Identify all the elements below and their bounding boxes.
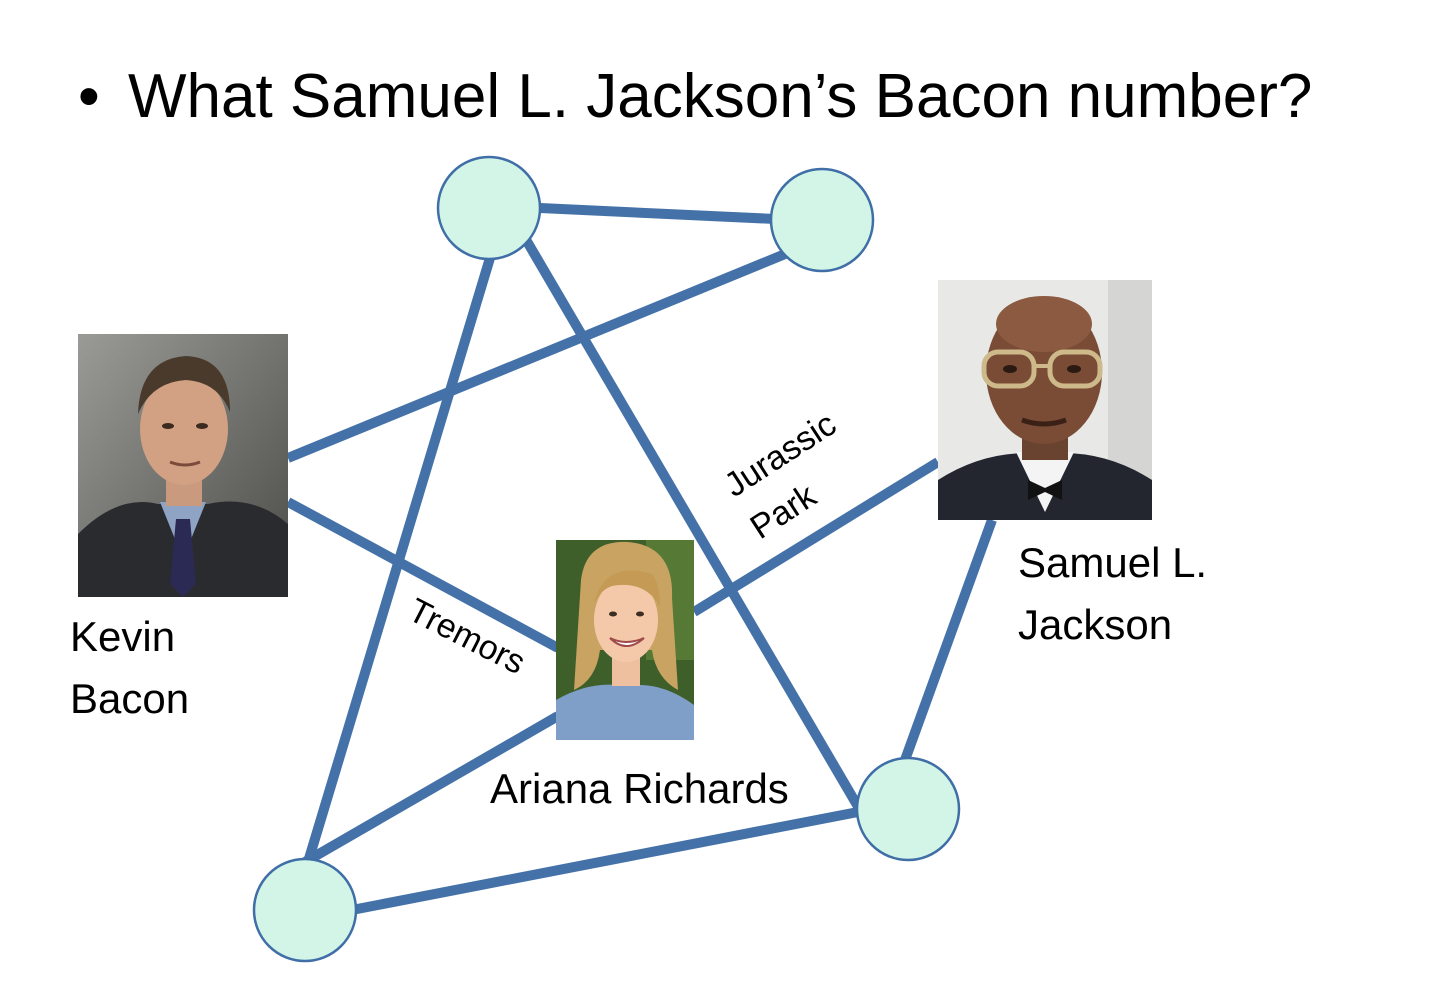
jurassic-park-label-line1: Jurassic	[718, 405, 843, 505]
edge-ariana-to-bottom-left	[302, 711, 561, 867]
bullet-icon: •	[78, 62, 100, 131]
node-top-right	[769, 167, 875, 273]
question-text: What Samuel L. Jackson’s Bacon number?	[128, 62, 1313, 131]
kevin-bacon-photo	[78, 334, 288, 597]
graph-edges	[285, 203, 997, 915]
edge-top-left-to-bottom-right	[520, 235, 865, 813]
samuel-jackson-label: Samuel L. Jackson	[1018, 532, 1207, 656]
node-bottom-right	[855, 756, 961, 862]
samuel-jackson-label-line2: Jackson	[1018, 601, 1173, 648]
edge-jackson-to-bottom-right	[900, 518, 997, 762]
node-bottom-left	[252, 857, 358, 963]
ariana-richards-photo	[556, 540, 694, 740]
edge-bacon-to-top-right	[286, 247, 792, 463]
edge-bacon-to-ariana	[285, 497, 561, 653]
kevin-bacon-label-line2: Bacon	[70, 675, 190, 722]
tremors-label: Tremors	[402, 591, 531, 682]
kevin-bacon-label-line1: Kevin	[70, 613, 176, 660]
kevin-bacon-label: Kevin Bacon	[70, 606, 189, 730]
ariana-richards-label: Ariana Richards	[490, 765, 789, 812]
question-heading: • What Samuel L. Jackson’s Bacon number?	[78, 58, 1312, 136]
edge-ariana-to-jackson	[691, 457, 941, 617]
edge-top-left-to-top-right	[539, 203, 776, 224]
graph-nodes	[252, 155, 961, 963]
samuel-jackson-label-line1: Samuel L.	[1018, 539, 1208, 586]
edge-bottom-left-to-bottom-right	[351, 807, 859, 915]
samuel-jackson-photo	[938, 280, 1152, 520]
node-top-left	[436, 155, 542, 261]
